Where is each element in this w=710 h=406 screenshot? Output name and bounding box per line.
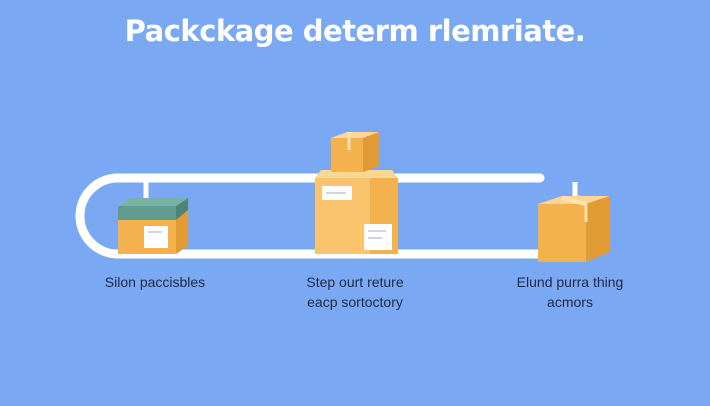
stage-label-center: Step ourt reture eacp sortoctory xyxy=(280,272,430,312)
stage-label-right: Elund purra thing acmors xyxy=(490,272,650,312)
diagram-title: Packckage determ rlemriate. xyxy=(124,14,586,48)
stage-label-line: acmors xyxy=(547,294,593,310)
package-box-right xyxy=(538,196,610,262)
stage-label-line: Step ourt reture xyxy=(306,274,404,290)
stage-label-line: Elund purra thing xyxy=(516,274,624,290)
stage-label-line: Silon paccisbles xyxy=(104,274,206,290)
package-box-center xyxy=(315,132,398,254)
stage-label-line: eacp sortoctory xyxy=(307,294,403,310)
package-box-left xyxy=(118,198,188,254)
stage-label-left: Silon paccisbles xyxy=(80,272,230,292)
